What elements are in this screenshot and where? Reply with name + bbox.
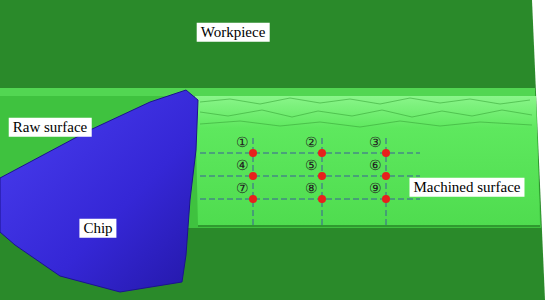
part-label: Raw surface [9, 118, 92, 137]
callout-number: ① [236, 135, 249, 150]
measure-points [249, 149, 390, 203]
callout-number: ⑧ [305, 181, 318, 196]
callout-number: ⑨ [369, 181, 382, 196]
callout-number: ③ [369, 135, 382, 150]
raw-surface-edge [0, 88, 535, 96]
part-label: Machined surface [409, 178, 524, 197]
machined-surface [195, 96, 540, 226]
callout-number: ② [305, 135, 318, 150]
callout-number: ④ [236, 158, 249, 173]
surface-texture [200, 98, 532, 127]
grid-lines [200, 138, 420, 228]
callout-number: ⑤ [305, 158, 318, 173]
part-label: Chip [79, 219, 116, 238]
callout-number: ⑦ [236, 181, 249, 196]
callout-number: ⑥ [369, 158, 382, 173]
part-label: Workpiece [197, 23, 270, 42]
chip-shape [0, 90, 198, 292]
